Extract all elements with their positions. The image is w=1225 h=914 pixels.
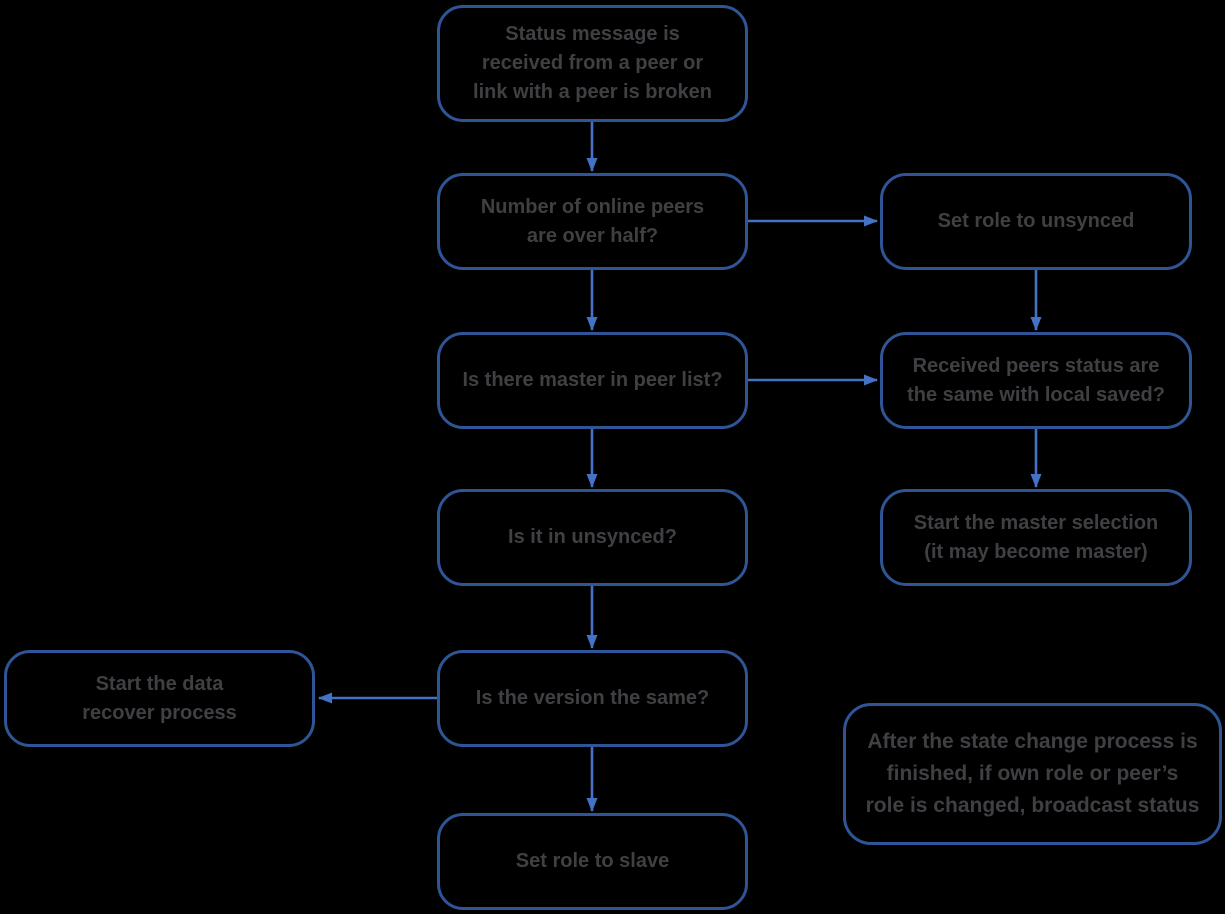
node-online-peers-over-half: Number of online peers are over half? [437,173,748,270]
node-label: Set role to unsynced [937,210,1135,232]
node-label: Start the master selection (it may becom… [913,511,1159,563]
node-label: After the state change process is finish… [865,730,1200,817]
node-set-role-slave: Set role to slave [437,813,748,910]
node-label: Status message is received from a peer o… [473,23,712,103]
node-label: Is it in unsynced? [508,526,677,548]
node-peers-status-same: Received peers status are the same with … [880,332,1192,429]
node-label: Start the data recover process [82,672,237,724]
node-is-version-same: Is the version the same? [437,650,748,747]
node-start-data-recover: Start the data recover process [4,650,315,747]
node-label: Received peers status are the same with … [907,354,1165,406]
node-label: Number of online peers are over half? [480,195,705,247]
node-master-in-peer-list: Is there master in peer list? [437,332,748,429]
node-status-received: Status message is received from a peer o… [437,5,748,122]
node-label: Is the version the same? [475,687,710,709]
node-label: Set role to slave [515,850,670,872]
node-label: Is there master in peer list? [462,369,723,391]
node-start-master-selection: Start the master selection (it may becom… [880,489,1192,586]
node-is-in-unsynced: Is it in unsynced? [437,489,748,586]
node-broadcast-status-note: After the state change process is finish… [843,703,1222,845]
node-set-role-unsynced: Set role to unsynced [880,173,1192,270]
